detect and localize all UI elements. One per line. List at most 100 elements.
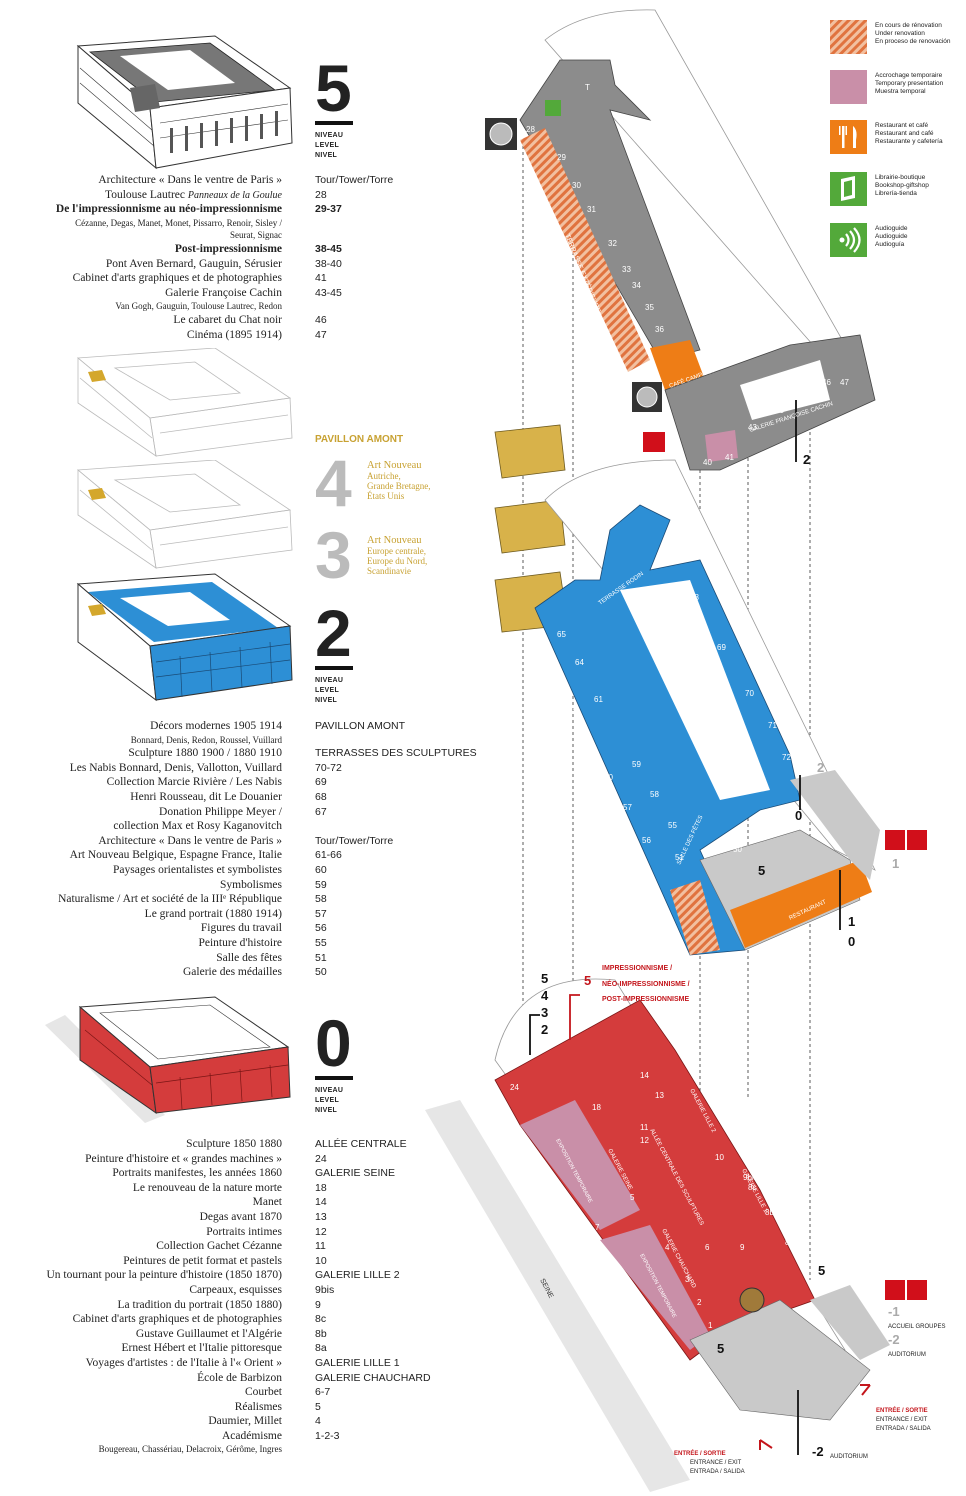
level-caption: NIVEAU: [315, 132, 344, 139]
entry-room: 9bis: [315, 1283, 335, 1296]
index-entry: Les Nabis Bonnard, Denis, Vallotton, Vui…: [0, 761, 600, 776]
room-number: 47: [840, 378, 849, 387]
legend-text: Temporary presentation: [875, 80, 944, 87]
entry-title: Collection Marcie Rivière / Les Nabis: [106, 776, 282, 789]
room-number: 41: [725, 453, 734, 462]
entry-title: Salle des fêtes: [216, 951, 282, 964]
plain-swatch-icon: [830, 70, 867, 104]
legend-text: Accrochage temporaire: [875, 72, 943, 79]
entry-room: 4: [315, 1415, 321, 1428]
level-3-sub: Europe du Nord,: [367, 556, 428, 566]
legend-text: Librería-tienda: [875, 190, 917, 197]
room-number: 55: [668, 821, 677, 830]
entry-room: 6-7: [315, 1386, 331, 1399]
stair-label: 5: [758, 863, 765, 878]
legend-text: En proceso de renovación: [875, 38, 951, 45]
entry-room: Tour/Tower/Torre: [315, 834, 394, 847]
index-entry: Bougereau, Chassériau, Delacroix, Gérôme…: [0, 1443, 600, 1456]
index-entry: Cézanne, Degas, Manet, Monet, Pissarro, …: [0, 217, 600, 230]
entry-room: 38-40: [315, 257, 342, 270]
room-number: T: [585, 83, 590, 92]
index-entry: Peinture d'histoire et « grandes machine…: [0, 1152, 600, 1167]
entry-room: 13: [315, 1210, 327, 1223]
auditorium-label: AUDITORIUM: [888, 1352, 926, 1358]
entry-title: Figures du travail: [200, 922, 282, 935]
room-number: 9: [740, 1243, 745, 1252]
entry-title: Degas avant 1870: [199, 1210, 282, 1223]
stair-label: 1: [892, 856, 899, 871]
entry-title: Le renouveau de la nature morte: [132, 1181, 282, 1194]
entry-room: 56: [315, 922, 327, 935]
room-number: 12: [640, 1136, 649, 1145]
entry-title: Van Gogh, Gauguin, Toulouse Lautrec, Red…: [115, 301, 282, 312]
index-entry: Voyages d'artistes : de l'Italie à l'« O…: [0, 1356, 600, 1371]
stair-label: 3: [541, 1005, 548, 1020]
entry-room: TERRASSES DES SCULPTURES: [315, 747, 477, 760]
level-caption: NIVEL: [315, 697, 338, 704]
stair-label: 2: [541, 1022, 548, 1037]
level-caption: LEVEL: [315, 1097, 340, 1104]
entry-title: Donation Philippe Meyer /: [159, 805, 282, 818]
room-number: 9bis: [743, 1173, 758, 1182]
index-entry: Bonnard, Denis, Redon, Roussel, Vuillard: [0, 734, 600, 747]
auditorium-label: AUDITORIUM: [830, 1454, 868, 1460]
entry-title: Cabinet d'arts graphiques et de photogra…: [72, 272, 282, 285]
index-entry: Un tournant pour la peinture d'histoire …: [0, 1268, 600, 1283]
index-entry: Cabinet d'arts graphiques et de photogra…: [0, 271, 600, 286]
entry-title: Portraits intimes: [206, 1225, 282, 1238]
entry-room: 46: [315, 313, 327, 326]
entrance-label: ENTRANCE / EXIT: [690, 1460, 742, 1466]
entry-title: Galerie des médailles: [183, 966, 282, 979]
entry-title: Naturalisme / Art et société de la IIIᵉ …: [58, 893, 282, 906]
map-label: 6: [672, 436, 678, 448]
level-5-number: 5: [315, 51, 353, 125]
index-entry: Donation Philippe Meyer /67: [0, 805, 600, 820]
entrance-label: ENTRÉE / SORTIE: [876, 1406, 928, 1414]
index-entry: Cinéma (1895 1914)47: [0, 328, 600, 343]
entry-room: 9: [315, 1298, 321, 1311]
entry-title: Cinéma (1895 1914): [186, 328, 282, 341]
level-2-heading: 2 NIVEAU LEVEL NIVEL: [315, 600, 353, 706]
room-number: 13: [655, 1091, 664, 1100]
entry-room: 14: [315, 1196, 327, 1209]
room-number: 71: [768, 721, 777, 730]
entry-room: 8b: [315, 1327, 327, 1340]
room-number: 46: [822, 378, 831, 387]
entry-room: 29-37: [315, 203, 342, 216]
level-2-plan: TERRASSE RODIN TERRASSE DES SCULPTURES 1…: [534, 459, 927, 956]
stair-label: 5: [818, 1263, 825, 1278]
legend-text: Audioguide: [875, 233, 908, 240]
entry-title: Peinture d'histoire: [198, 936, 282, 949]
legend-text: Bookshop-giftshop: [875, 182, 929, 189]
level-caption: NIVEAU: [315, 677, 344, 684]
entry-title: Art Nouveau Belgique, Espagne France, It…: [69, 849, 282, 862]
entry-title: Sculpture 1850 1880: [186, 1138, 282, 1150]
entry-title: Architecture « Dans le ventre de Paris »: [98, 834, 282, 847]
room-number: 7: [595, 1223, 600, 1232]
fork-knife-icon: [830, 120, 867, 154]
entry-title: Galerie Françoise Cachin: [165, 286, 282, 299]
level-3-description: Art Nouveau Europe centrale, Europe du N…: [367, 535, 427, 576]
room-number: 8b: [765, 1208, 774, 1217]
room-number: 34: [632, 281, 641, 290]
impressionnisme-label: POST-IMPRESSIONNISME: [602, 996, 689, 1003]
index-entry: collection Max et Rosy Kaganovitch: [0, 819, 600, 834]
floor-plan-map: 6 2 TERRASSE EXTÉRIEURE CAFÉ CAMPANA GAL…: [425, 9, 945, 1492]
room-number: 29: [557, 153, 566, 162]
entry-title: Cabinet d'arts graphiques et de photogra…: [72, 1313, 282, 1326]
entry-room: 41: [315, 272, 327, 285]
entry-title: Sculpture 1880 1900 / 1880 1910: [128, 747, 282, 760]
